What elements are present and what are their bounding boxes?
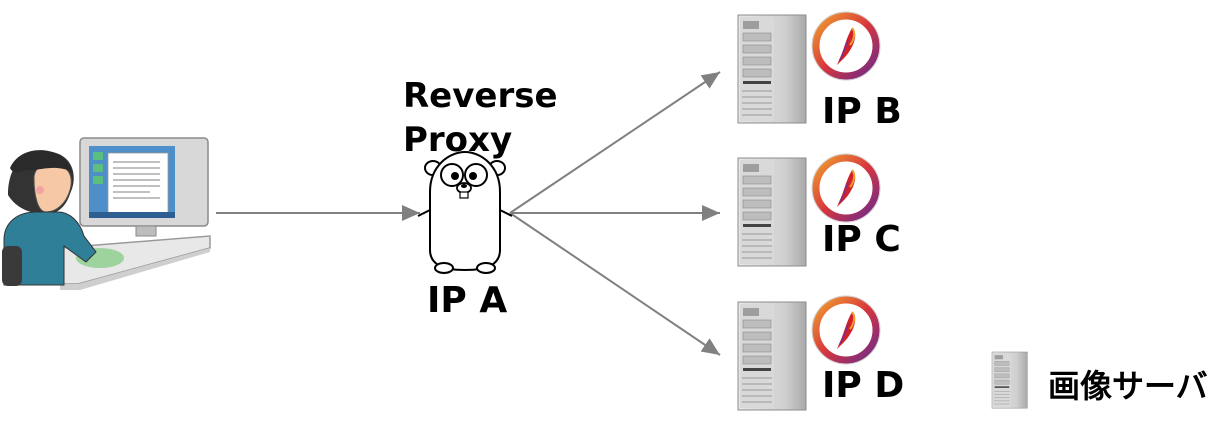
server-tower-icon <box>737 157 807 267</box>
server-tower-icon <box>737 301 807 411</box>
proxy-title: Reverse Proxy <box>403 74 558 162</box>
apache-feather-logo-icon <box>812 154 880 222</box>
connection-arrows <box>216 71 721 356</box>
server-tower-icon <box>991 351 1028 409</box>
server-ip-label: IP D <box>822 365 905 406</box>
arrow-proxy-to-ip-b <box>509 71 721 214</box>
person-at-computer-icon <box>2 137 211 290</box>
proxy-ip-label: IP A <box>427 280 508 321</box>
apache-feather-logo-icon <box>812 12 880 80</box>
legend <box>991 351 1028 409</box>
gopher-mascot-icon <box>417 150 513 274</box>
proxy-title-line2: Proxy <box>403 120 513 160</box>
apache-feather-logo-icon <box>812 296 880 364</box>
legend-label: 画像サーバ <box>1048 367 1208 405</box>
server-ip-label: IP B <box>822 91 902 132</box>
server-tower-icon <box>737 14 807 124</box>
server-ip-label: IP C <box>822 219 901 260</box>
proxy-title-line1: Reverse <box>403 76 558 116</box>
arrow-proxy-to-ip-d <box>509 212 721 356</box>
